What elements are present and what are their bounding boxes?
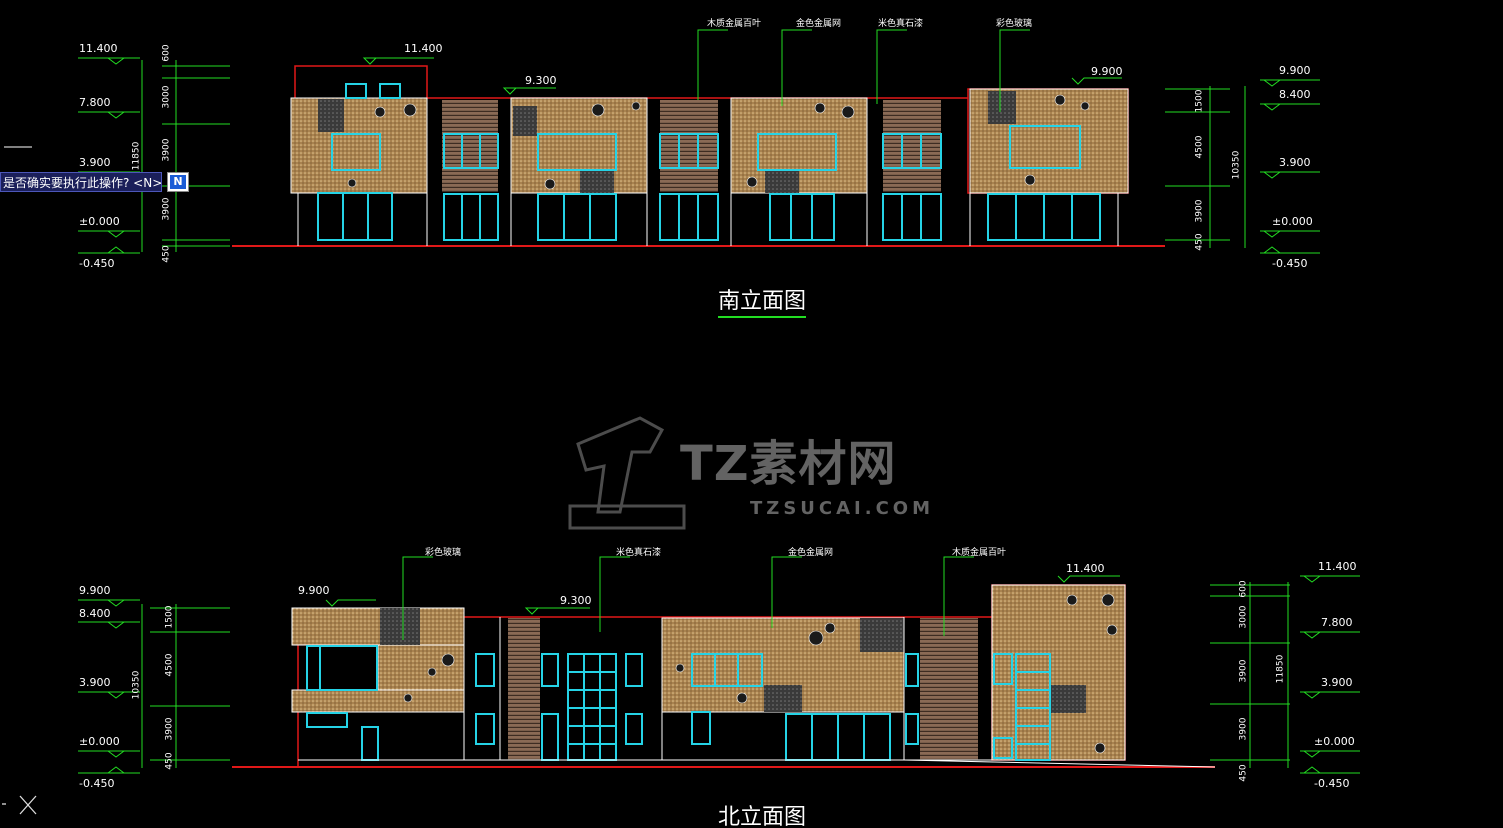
- north-level-right: ±0.000: [1314, 735, 1355, 748]
- command-option-label: N: [170, 175, 186, 189]
- south-dim-right: 10350: [1231, 150, 1242, 180]
- north-level-left: 3.900: [79, 676, 111, 689]
- north-dim-left: 10350: [131, 670, 142, 700]
- south-top-level: 11.400: [404, 42, 443, 55]
- ucs-icon: [2, 795, 37, 815]
- south-top-level: 9.900: [1091, 65, 1123, 78]
- north-dim-right: 3900: [1238, 659, 1249, 683]
- south-level-left: -0.450: [79, 257, 115, 270]
- south-level-left: 11.400: [79, 42, 118, 55]
- louver-panel: [920, 618, 978, 760]
- north-top-level: 11.400: [1066, 562, 1105, 575]
- north-level-left: 8.400: [79, 607, 111, 620]
- louver-panel: [660, 100, 718, 192]
- south-dim-left: 450: [161, 245, 172, 263]
- panel-block: [991, 584, 1126, 761]
- south-dim-left: 11850: [131, 141, 142, 171]
- panel-block: [291, 607, 465, 646]
- north-level-right: 7.800: [1321, 616, 1353, 629]
- north-level-right: -0.450: [1314, 777, 1350, 790]
- panel-block: [290, 97, 428, 194]
- panel-block: [291, 689, 465, 713]
- north-dim-right: 3900: [1238, 717, 1249, 741]
- north-top-level: 9.900: [298, 584, 330, 597]
- north-dim-right: 11850: [1275, 654, 1286, 684]
- window-set: [317, 83, 1101, 241]
- south-level-right: 3.900: [1279, 156, 1311, 169]
- command-prompt: 是否确实要执行此操作? <N>: [0, 172, 162, 192]
- south-elevation-title: 南立面图: [718, 288, 807, 318]
- panel-block: [377, 644, 465, 691]
- south-dim-left: 3000: [161, 85, 172, 109]
- south-dim-left: 600: [161, 44, 172, 62]
- south-dim-right: 1500: [1194, 89, 1205, 113]
- north-note-4: 木质金属百叶: [952, 548, 1007, 558]
- north-dim-right: 600: [1238, 580, 1249, 598]
- north-elevation-title: 北立面图: [718, 805, 807, 828]
- command-option-button[interactable]: N: [167, 172, 189, 192]
- north-note-1: 彩色玻璃: [425, 548, 462, 558]
- window-set: [306, 645, 1051, 761]
- north-top-level: 9.300: [560, 594, 592, 607]
- south-level-left: 7.800: [79, 96, 111, 109]
- north-dim-left: 1500: [164, 605, 175, 629]
- north-level-right: 3.900: [1321, 676, 1353, 689]
- north-level-left: 9.900: [79, 584, 111, 597]
- south-level-right: -0.450: [1272, 257, 1308, 270]
- south-note-4: 彩色玻璃: [996, 19, 1033, 29]
- louver-panel: [508, 618, 540, 760]
- south-top-level: 9.300: [525, 74, 557, 87]
- south-level-left: ±0.000: [79, 215, 120, 228]
- south-level-left: 3.900: [79, 156, 111, 169]
- south-note-1: 木质金属百叶: [707, 19, 762, 29]
- south-dim-left: 3900: [161, 138, 172, 162]
- north-dim-right: 3000: [1238, 605, 1249, 629]
- south-level-right: 8.400: [1279, 88, 1311, 101]
- watermark-url: TZSUCAI.COM: [750, 498, 935, 519]
- north-note-2: 米色真石漆: [616, 548, 662, 558]
- south-dim-right: 3900: [1194, 199, 1205, 223]
- north-note-3: 金色金属网: [788, 548, 834, 558]
- north-level-left: -0.450: [79, 777, 115, 790]
- north-dim-left: 450: [164, 752, 175, 770]
- south-level-right: ±0.000: [1272, 215, 1313, 228]
- north-dim-left: 4500: [164, 653, 175, 677]
- south-note-2: 金色金属网: [796, 19, 842, 29]
- south-dim-left: 3900: [161, 197, 172, 221]
- south-note-3: 米色真石漆: [878, 19, 924, 29]
- north-level-right: 11.400: [1318, 560, 1357, 573]
- louver-panel: [442, 100, 498, 192]
- south-dim-right: 4500: [1194, 135, 1205, 159]
- watermark-brand: TZ素材网: [680, 436, 897, 492]
- watermark-logo-icon: [568, 416, 686, 530]
- north-level-left: ±0.000: [79, 735, 120, 748]
- north-elevation: [78, 556, 1360, 774]
- south-level-right: 9.900: [1279, 64, 1311, 77]
- north-dim-right: 450: [1238, 764, 1249, 782]
- louver-panel: [883, 100, 941, 192]
- south-dim-right: 450: [1194, 233, 1205, 251]
- south-elevation: [78, 29, 1320, 254]
- north-dim-left: 3900: [164, 717, 175, 741]
